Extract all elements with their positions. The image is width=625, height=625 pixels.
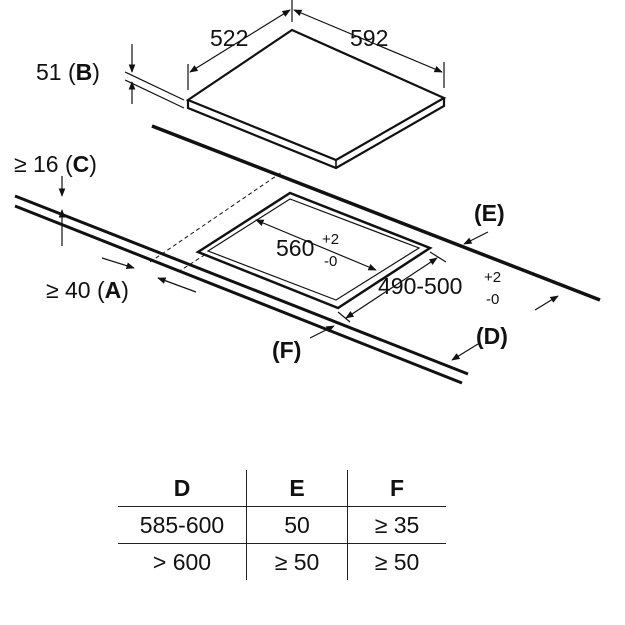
table-row: 585-600 50 ≥ 35 [118,506,446,544]
cutout-opening [195,191,433,310]
table-cell: 50 [246,506,348,544]
cutout-depth-tolerance-plus: +2 [484,269,501,286]
spec-table-container: D E F 585-600 50 ≥ 35 > 600 ≥ 50 ≥ 50 [118,470,446,580]
label-d: (D) [476,323,508,349]
spec-table: D E F 585-600 50 ≥ 35 > 600 ≥ 50 ≥ 50 [118,470,446,580]
table-cell: ≥ 35 [347,506,446,544]
hob-dimension-lines [124,0,445,109]
thickness-b-label: 51 (B) [36,59,100,85]
worktop-edges [14,124,601,385]
table-cell: ≥ 50 [374,548,420,575]
table-cell: 585-600 [118,506,247,544]
header-f: F [347,470,446,507]
label-e: (E) [474,200,505,226]
clearance-a-label: ≥ 40 (A) [46,277,129,303]
clearance-c-label: ≥ 16 (C) [14,151,97,177]
table-cell: > 600 [118,543,247,580]
cutout-dimension-lines [255,219,447,323]
cutout-depth-label: 490-500 [378,273,462,299]
cutout-width-tolerance-minus: -0 [324,253,337,270]
table-row: > 600 ≥ 50 ≥ 50 [118,543,446,580]
cutout-width-label: 560 [276,235,314,261]
cutout-width-tolerance-plus: +2 [322,231,339,248]
cutout-guides [149,171,283,273]
label-f: (F) [272,337,301,363]
table-cell: ≥ 50 [246,543,348,580]
cutout-depth-tolerance-minus: -0 [486,291,499,308]
header-e: E [246,470,348,507]
header-d: D [118,470,247,507]
table-header-row: D E F [118,470,446,507]
depth-dimension-label: 592 [350,25,388,51]
installation-diagram: 522 592 51 (B) ≥ 16 (C) ≥ 40 (A) 560 +2 … [14,0,601,385]
side-dimension-lines [58,176,559,361]
width-dimension-label: 522 [210,25,248,51]
